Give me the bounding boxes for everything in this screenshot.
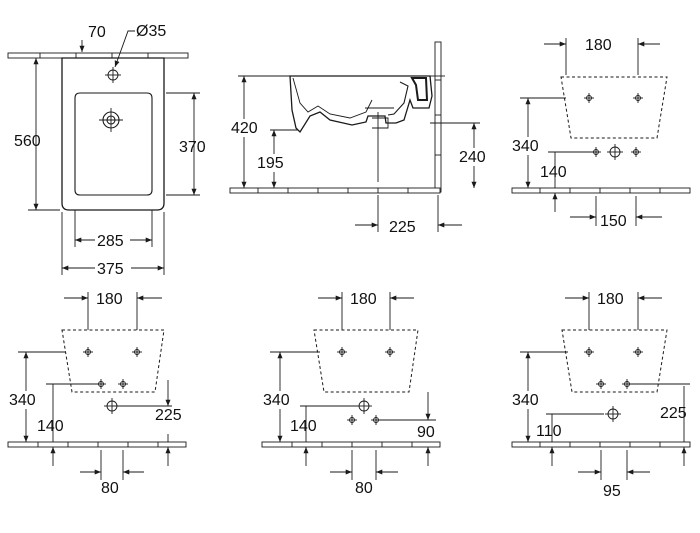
side-view: 420 195 240 225 (229, 41, 492, 236)
cross-icon (384, 346, 396, 358)
drain-icon (99, 108, 123, 132)
floor-strip (261, 441, 441, 448)
dim-drain-height: 225 (155, 407, 182, 424)
dim-bowl-width: 285 (97, 233, 124, 250)
bidet-outline (313, 329, 419, 393)
front-view-4: 180 340 110 225 95 (511, 291, 691, 500)
dim-inlet-offset: 225 (389, 219, 416, 236)
cross-icon (336, 346, 348, 358)
dim-lower-height: 140 (540, 164, 567, 181)
drain-icon (606, 143, 624, 161)
dim-upper-spacing: 180 (350, 291, 377, 308)
floor-strip (511, 441, 691, 448)
cross-icon (583, 346, 595, 358)
dim-upper-height: 340 (263, 392, 290, 409)
cross-icon (630, 146, 642, 158)
dim-upper-spacing: 180 (597, 291, 624, 308)
dim-hole-offset: 70 (88, 24, 106, 41)
bidet-outline (560, 76, 668, 139)
dim-inlet-height: 240 (459, 149, 486, 166)
dim-drain-height: 225 (660, 405, 687, 422)
cross-icon (131, 346, 143, 358)
plan-bowl (74, 92, 153, 196)
dim-lower-height: 110 (536, 423, 562, 440)
plan-outline (61, 57, 165, 211)
wall (434, 41, 442, 193)
dim-hole-diameter: Ø35 (136, 23, 166, 40)
bidet-outline (561, 329, 668, 393)
dim-upper-spacing: 180 (96, 291, 123, 308)
dim-length: 560 (14, 133, 41, 150)
dim-height: 420 (231, 120, 258, 137)
dim-upper-spacing: 180 (585, 37, 612, 54)
floor-strip (7, 441, 187, 448)
cross-icon (346, 414, 358, 426)
dim-drain-height: 90 (417, 424, 435, 441)
dim-lower-spacing: 80 (101, 480, 119, 497)
bidet-outline (61, 329, 165, 393)
dim-lower-spacing: 150 (600, 213, 627, 230)
dim-lower-spacing: 95 (603, 483, 621, 500)
cross-icon (632, 346, 644, 358)
drain-icon (604, 405, 622, 423)
dim-drain-height: 195 (257, 155, 284, 172)
bidet-profile (289, 75, 433, 134)
dim-bowl-length: 370 (179, 139, 206, 156)
floor-strip (511, 187, 691, 194)
floor-strip (229, 187, 441, 194)
dim-lower-height: 140 (37, 418, 64, 435)
cross-icon (82, 346, 94, 358)
dim-upper-height: 340 (512, 138, 539, 155)
cross-icon (595, 378, 607, 390)
dim-lower-height: 140 (290, 418, 317, 435)
cross-icon (632, 92, 644, 104)
front-view-1: 180 340 140 150 (511, 37, 691, 230)
front-view-2: 180 340 140 225 80 (7, 291, 187, 497)
dim-overall-width: 375 (97, 261, 124, 278)
drain-icon (355, 397, 373, 415)
cross-icon (583, 92, 595, 104)
dim-lower-spacing: 80 (355, 480, 373, 497)
dim-upper-height: 340 (9, 392, 36, 409)
dim-upper-height: 340 (512, 392, 539, 409)
front-view-3: 180 340 140 90 80 (261, 291, 441, 497)
plan-view: 70 Ø35 560 370 285 375 (7, 23, 206, 278)
cross-icon (117, 378, 129, 390)
wall-strip (7, 52, 189, 59)
